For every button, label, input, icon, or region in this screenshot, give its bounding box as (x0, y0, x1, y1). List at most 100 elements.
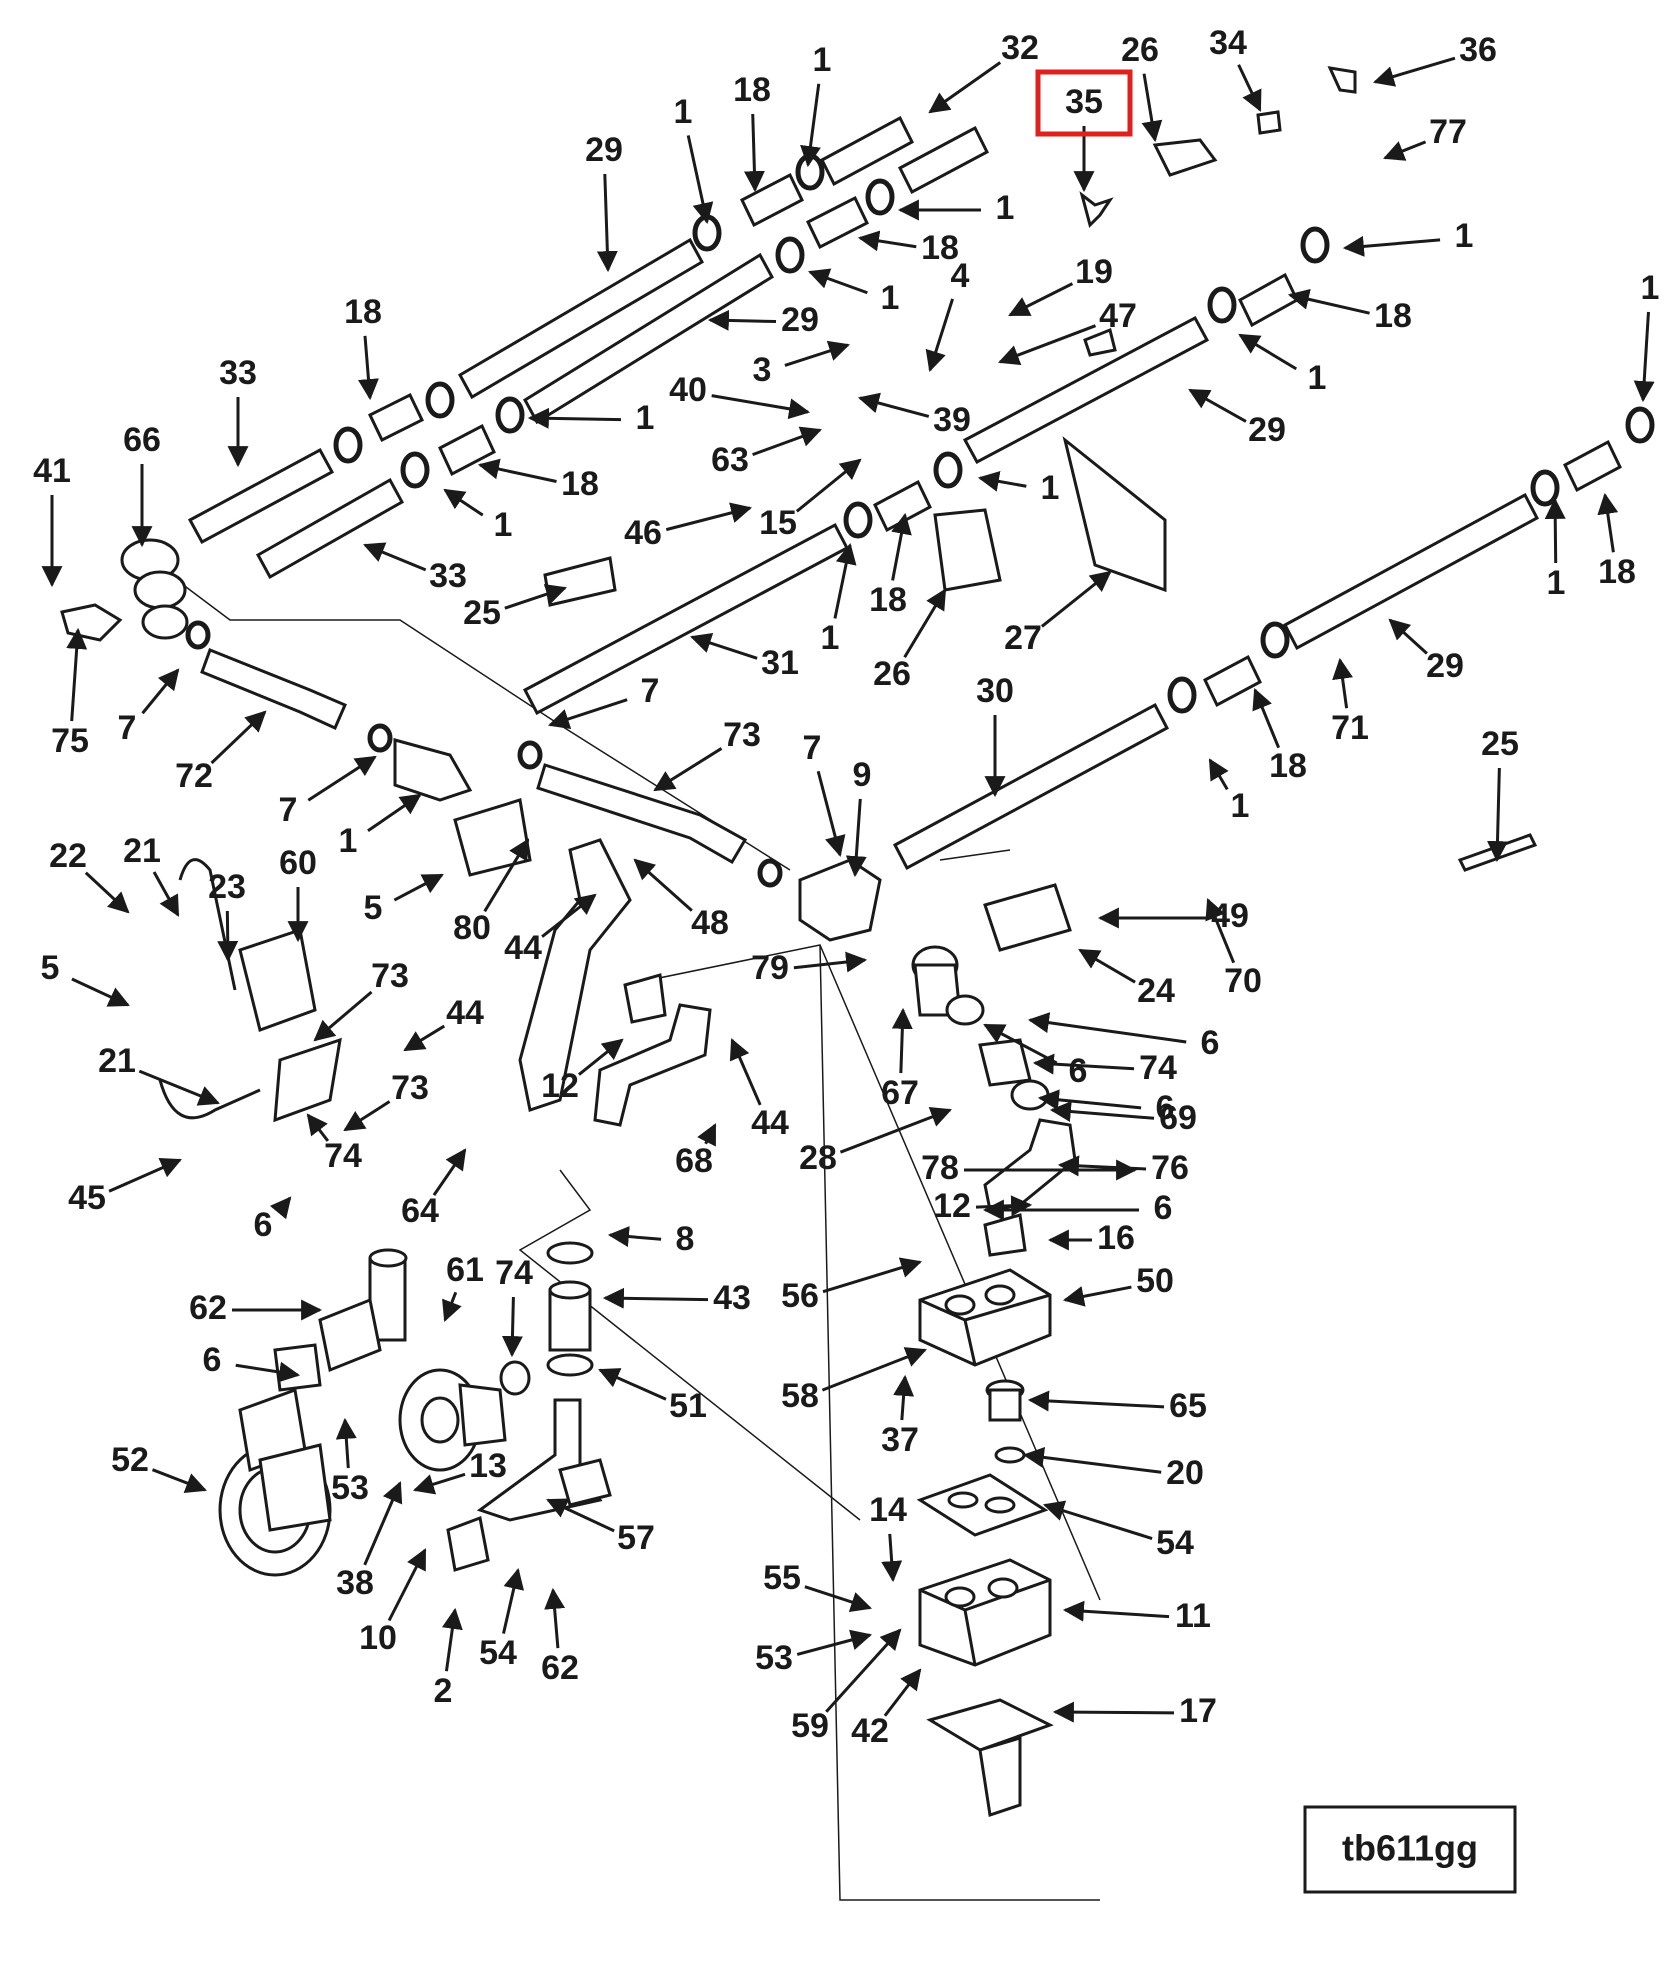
reference-code: tb611gg (1342, 1828, 1478, 1869)
callout-leader-18 (891, 512, 912, 581)
callout-label-5: 5 (41, 949, 60, 987)
callout-label-39: 39 (933, 401, 971, 439)
clamps-1 (185, 153, 1655, 888)
callout-label-21: 21 (98, 1042, 136, 1080)
callout-leader-56 (822, 1257, 923, 1294)
callout-label-18: 18 (733, 71, 771, 109)
callout-leader-29 (1188, 388, 1247, 423)
callout-label-8: 8 (676, 1220, 695, 1258)
callout-leader-63 (752, 426, 822, 457)
callout-label-32: 32 (1001, 29, 1039, 67)
callout-leader-77 (1383, 140, 1427, 161)
callout-label-44: 44 (446, 994, 484, 1032)
callout-label-34: 34 (1209, 24, 1247, 62)
callout-label-15: 15 (759, 504, 797, 542)
callout-leader-32 (928, 61, 1002, 114)
callout-leader-31 (690, 632, 758, 660)
callout-label-66: 66 (123, 421, 161, 459)
callout-leader-73 (653, 747, 723, 792)
callout-label-4: 4 (951, 257, 970, 295)
callout-leader-25 (1486, 767, 1508, 863)
callout-leader-44 (541, 893, 597, 938)
callout-leader-69 (1049, 1101, 1155, 1122)
callout-label-1: 1 (1547, 564, 1566, 602)
pipe-29-upper (457, 237, 774, 425)
callout-label-33: 33 (429, 557, 467, 595)
callout-label-65: 65 (1169, 1387, 1207, 1425)
parts-artwork (60, 66, 1655, 1901)
callout-label-55: 55 (763, 1559, 801, 1597)
callout-label-3: 3 (753, 351, 772, 389)
callout-leader-71 (1332, 657, 1353, 709)
callout-label-23: 23 (208, 868, 246, 906)
actuator-64 (398, 1368, 507, 1472)
callout-label-29: 29 (1426, 647, 1464, 685)
callout-label-80: 80 (453, 909, 491, 947)
callout-leader-8 (607, 1226, 662, 1248)
callout-label-77: 77 (1429, 113, 1467, 151)
callout-label-19: 19 (1075, 253, 1113, 291)
callout-leader-62 (544, 1587, 566, 1649)
callout-leader-1 (1544, 497, 1566, 564)
callout-label-24: 24 (1137, 972, 1175, 1010)
callout-label-12: 12 (541, 1067, 579, 1105)
callout-label-74: 74 (1139, 1049, 1177, 1087)
callout-label-53: 53 (331, 1469, 369, 1507)
callout-label-33: 33 (219, 354, 257, 392)
callout-label-20: 20 (1166, 1454, 1204, 1492)
callout-label-1: 1 (821, 619, 840, 657)
callout-leader-44 (403, 1024, 446, 1052)
callout-label-69: 69 (1159, 1099, 1197, 1137)
callout-leader-7 (307, 755, 377, 802)
callout-leader-58 (821, 1347, 927, 1392)
callout-label-1: 1 (1041, 469, 1060, 507)
callout-label-35: 35 (1065, 83, 1103, 121)
callout-label-40: 40 (669, 371, 707, 409)
callout-label-21: 21 (123, 832, 161, 870)
callout-leader-21 (138, 1069, 220, 1106)
callout-label-18: 18 (1374, 297, 1412, 335)
callout-leader-67 (891, 1007, 913, 1074)
callout-label-44: 44 (751, 1104, 789, 1142)
callout-label-53: 53 (755, 1639, 793, 1677)
callout-leader-51 (598, 1368, 667, 1401)
callout-label-10: 10 (359, 1619, 397, 1657)
callout-label-52: 52 (111, 1441, 149, 1479)
callout-leader-46 (665, 502, 753, 532)
callout-label-1: 1 (881, 279, 900, 317)
callout-leader-5 (393, 873, 444, 902)
callout-label-7: 7 (641, 672, 660, 710)
callout-leader-38 (363, 1481, 403, 1566)
callout-leader-74 (306, 1113, 330, 1142)
callout-label-41: 41 (33, 452, 71, 490)
callout-label-72: 72 (175, 757, 213, 795)
callout-label-73: 73 (371, 957, 409, 995)
callout-leader-72 (210, 710, 267, 765)
callout-leader-79 (793, 951, 868, 973)
callout-label-1: 1 (1455, 217, 1474, 255)
callout-leader-68 (697, 1123, 717, 1147)
elbow-66 (120, 538, 189, 640)
pipe-32 (820, 115, 989, 195)
callout-label-30: 30 (976, 672, 1014, 710)
callout-label-18: 18 (921, 229, 959, 267)
callout-label-12: 12 (933, 1187, 971, 1225)
callout-label-62: 62 (541, 1649, 579, 1687)
callout-leader-36 (1372, 56, 1456, 87)
callout-label-16: 16 (1097, 1219, 1135, 1257)
callout-label-42: 42 (851, 1712, 889, 1750)
callout-leader-6 (1027, 1012, 1187, 1044)
callout-label-63: 63 (711, 441, 749, 479)
callout-label-61: 61 (446, 1251, 484, 1289)
callout-leader-20 (1022, 1446, 1162, 1474)
callout-leader-26 (903, 588, 947, 659)
callout-leader-37 (893, 1374, 915, 1421)
callout-label-49: 49 (1211, 897, 1249, 935)
callout-label-1: 1 (813, 41, 832, 79)
callout-label-9: 9 (853, 756, 872, 794)
callout-label-6: 6 (1201, 1024, 1220, 1062)
callout-label-31: 31 (761, 644, 799, 682)
callout-leader-59 (825, 1628, 902, 1713)
callout-label-78: 78 (921, 1149, 959, 1187)
callout-leader-40 (711, 394, 811, 420)
